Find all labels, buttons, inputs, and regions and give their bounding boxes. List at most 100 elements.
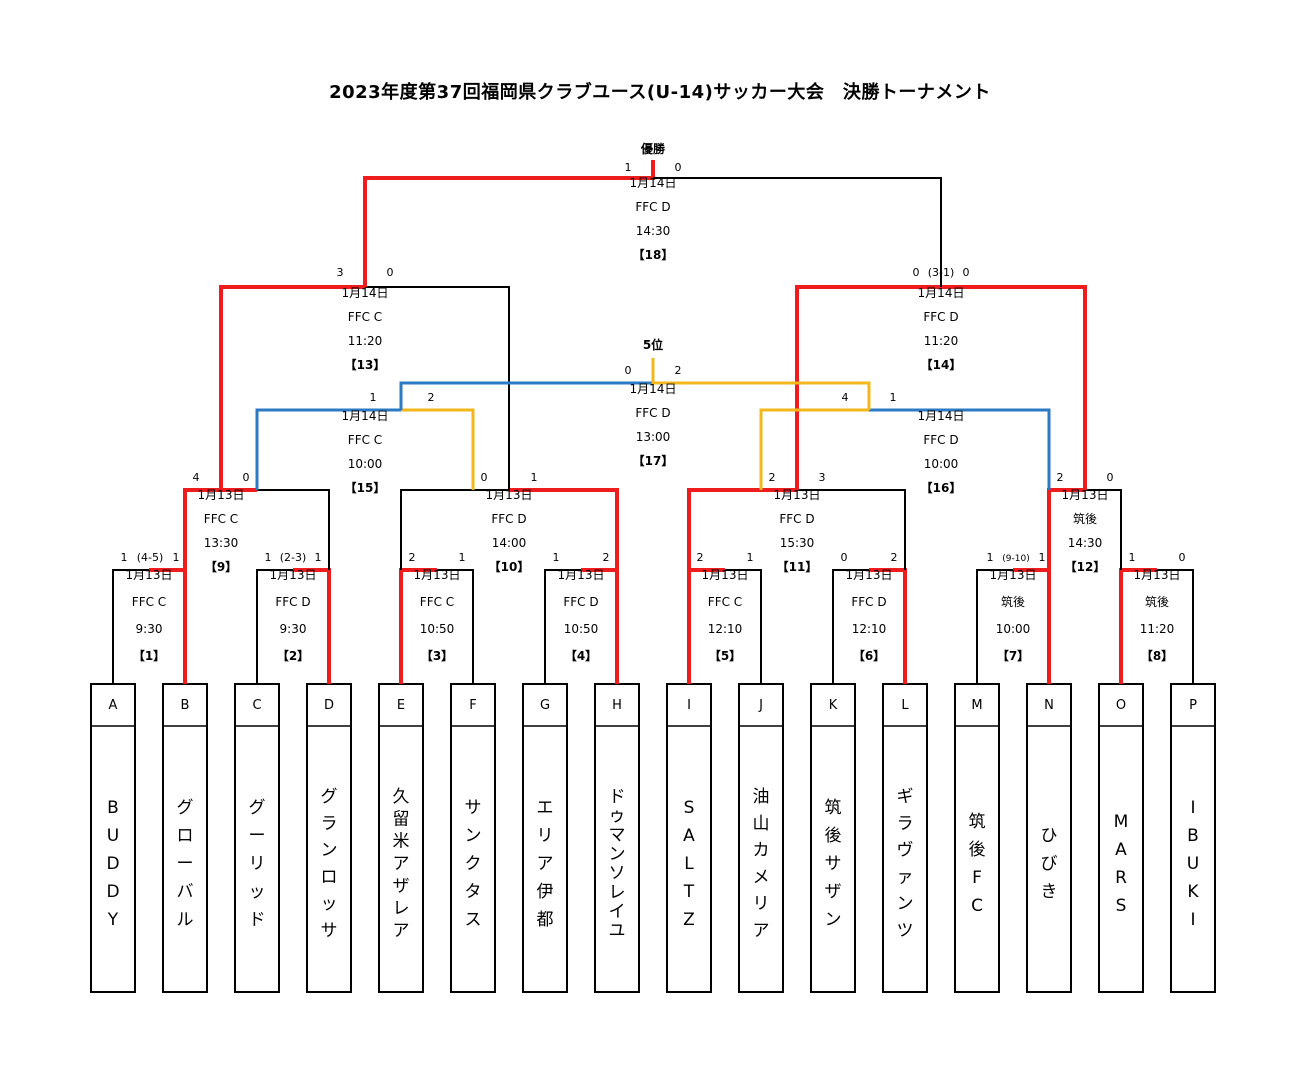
match-number: 【7】 [997,648,1029,663]
r2-left-line [1047,488,1085,570]
match-venue: FFC D [491,512,526,526]
match-time: 10:50 [420,622,455,636]
match-number: 【15】 [345,480,386,495]
match-date: 1月14日 [918,409,965,423]
match-time: 10:00 [924,457,959,471]
r2-right-line [257,489,330,570]
r1-right-line [725,569,762,684]
match-time: 15:30 [780,536,815,550]
score-left: 4 [842,391,849,404]
team-box-h [594,683,640,993]
team-letter: A [109,698,118,713]
r1-right-line [1157,569,1194,684]
match-time: 13:30 [204,536,239,550]
score-right: 1 [531,471,538,484]
r2-right-line [1085,489,1122,570]
match-time: 9:30 [136,622,163,636]
match-date: 1月13日 [198,488,245,502]
match-date: 1月13日 [126,568,173,582]
match-date: 1月13日 [486,488,533,502]
team-box-n [1026,683,1072,993]
team-letter: G [540,698,550,713]
team-letter: O [1116,698,1126,713]
sf-right-winner-line [795,285,941,490]
match-date: 1月13日 [270,568,317,582]
score-right: 0 [243,471,250,484]
team-letter: M [971,698,982,713]
match-number: 【2】 [277,648,309,663]
match-number: 【17】 [633,453,674,468]
team-name: ドゥマンソレイユ [609,787,626,941]
match-number: 【18】 [633,247,674,262]
team-letter: N [1044,698,1054,713]
match15-right-line [401,408,475,490]
match-number: 【10】 [489,559,530,574]
r2-left-line [183,488,257,570]
score-right: 1 [1039,551,1046,564]
r1-left-line [832,569,869,684]
fifth-place-label: 5位 [643,337,663,352]
match-number: 【11】 [777,559,818,574]
match-venue: FFC D [923,310,958,324]
r2-right-line [797,489,906,570]
team-name: グローバル [177,798,194,930]
team-letter: E [397,698,405,713]
match-venue: FFC C [420,595,454,609]
match15-left-line [255,408,401,490]
sf-left-winner-line [219,285,365,490]
match-date: 1月14日 [630,382,677,396]
team-box-g [522,683,568,993]
score-right: 0 [675,161,682,174]
score-right: 1 [459,551,466,564]
match-date: 1月14日 [918,286,965,300]
score-right: 0 [1107,471,1114,484]
pk-score: (3-1) [928,266,955,279]
match-date: 1月14日 [342,286,389,300]
team-name: グーリッド [249,798,266,930]
score-left: 3 [337,266,344,279]
sf-right-winner-line-2 [941,285,1087,490]
match-time: 13:00 [636,430,671,444]
team-letter: I [687,698,691,713]
match-date: 1月13日 [846,568,893,582]
match-number: 【9】 [205,559,237,574]
match-venue: FFC C [348,310,382,324]
r1-left-line [112,569,149,684]
team-letter: H [612,698,622,713]
r2-left-line [687,488,797,570]
team-name: エリア伊都 [537,798,554,930]
score-right: 1 [173,551,180,564]
team-name: ギラヴァンツ [897,787,914,941]
pk-score: (2-3) [280,551,307,564]
match-venue: 筑後 [1001,594,1025,609]
match-date: 1月14日 [342,409,389,423]
match-date: 1月13日 [702,568,749,582]
score-right: 0 [387,266,394,279]
match-date: 1月13日 [1134,568,1181,582]
match-number: 【6】 [853,648,885,663]
match-time: 11:20 [1140,622,1175,636]
team-box-l [882,683,928,993]
score-right: 0 [963,266,970,279]
score-right: 1 [747,551,754,564]
score-right: 2 [603,551,610,564]
score-right: 2 [891,551,898,564]
score-right: 0 [1179,551,1186,564]
score-left: 0 [913,266,920,279]
team-name: 油山カメリア [753,787,770,941]
team-letter: C [252,698,261,713]
match-time: 14:30 [636,224,671,238]
team-letter: B [181,698,190,713]
team-box-e [378,683,424,993]
r2-right-line [509,488,619,570]
page-title: 2023年度第37回福岡県クラブユース(U-14)サッカー大会 決勝トーナメント [329,82,991,103]
match-number: 【12】 [1065,559,1106,574]
match16-left-line [759,408,869,490]
team-box-i [666,683,712,993]
r1-left-line [256,569,293,684]
score-left: 0 [841,551,848,564]
match-number: 【4】 [565,648,597,663]
